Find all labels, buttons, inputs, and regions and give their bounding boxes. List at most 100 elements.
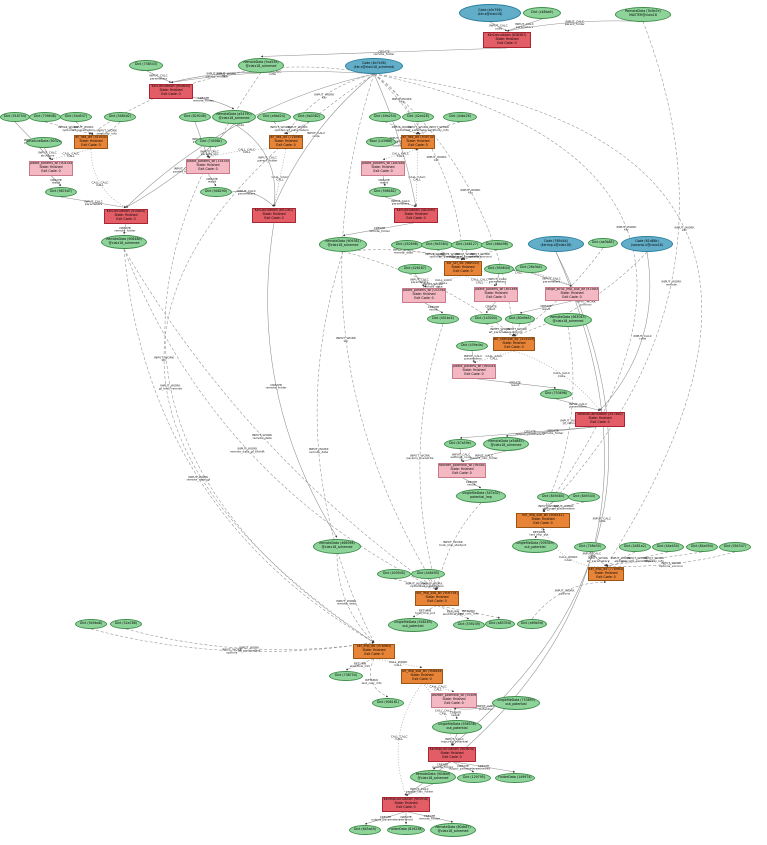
node-label: State: finished	[462, 368, 486, 373]
node-label: FolderData (819238)	[389, 827, 423, 832]
edge-label-line: kkr	[344, 339, 349, 343]
data-node: SinglefileData (753895)out_potential	[492, 696, 540, 710]
edge-label-line: INPUT_WORK	[627, 556, 648, 560]
edge-label-line: CALL_CALC	[435, 278, 452, 282]
edge-label-line: INPUT_CALC	[149, 74, 167, 78]
node-label: RemoteData (9ca53d)	[243, 60, 279, 65]
edge-label-line: INPUT_WORK	[216, 72, 237, 76]
edge-label-line: CALL_CALC	[553, 371, 570, 375]
node-label: out_potential	[446, 726, 468, 730]
node-label: Dict (46b496)	[485, 242, 508, 247]
node-label: State: finished	[560, 291, 584, 296]
edge-label-line: parameters	[411, 280, 429, 284]
edge-label-line: result	[52, 181, 61, 185]
node-label: Exit Code: 0	[453, 268, 473, 273]
node-label: State: finished	[404, 212, 428, 217]
edge-label-line: remote_folder	[432, 765, 454, 769]
graph-edge	[462, 275, 497, 286]
edge-label-line: INPUT_WORK	[507, 327, 528, 331]
edge-label-line: CREATE	[457, 764, 469, 768]
node-label: kkr_imp_wc (978964)	[356, 644, 392, 649]
node-label: Dict (446495)	[416, 571, 439, 576]
node-label: Exit Code: 0	[504, 344, 524, 349]
edge-label-line: wf_parameters	[238, 649, 261, 653]
node-label: KkrCalculation (638387)	[487, 33, 527, 38]
code-node: Code (a0c796)(kkr.x@claix16)	[459, 4, 521, 22]
edge-label-line: CREATE	[509, 380, 521, 384]
edge-label-line: INPUT_WORK	[425, 252, 446, 256]
edge-label-line: INPUT_WORK	[470, 252, 491, 256]
edge-label-line: CREATE	[547, 428, 559, 432]
node-label: State: finished	[274, 139, 298, 144]
data-node: Dict (46b496)	[481, 240, 513, 250]
node-label: @claix18_schemed	[245, 64, 277, 68]
edge-label-line: wf_parameters	[489, 330, 512, 334]
graph-edge	[123, 223, 127, 235]
code-node: Code (61d88c)(voronoi.x@claix18)	[621, 236, 673, 252]
edge-label-line: CALL	[440, 711, 448, 715]
graph-edge	[471, 350, 475, 363]
edge-label-line: parameters	[516, 25, 534, 29]
edge-label-line: remote_folder	[114, 229, 136, 233]
graph-edge	[485, 301, 497, 314]
node-label: Exit Code: 0	[452, 470, 472, 475]
calcfunc-node: neworder_potential_wf (958964)State: fin…	[431, 692, 477, 708]
edge-label-line: result	[511, 383, 520, 387]
calcjob-node: KkrimpCalculation (905616)State: finishe…	[428, 746, 476, 762]
graph-edge	[436, 249, 464, 260]
data-node: Dict (748e30)	[574, 542, 606, 552]
data-node: Dict (44e450)	[652, 542, 684, 552]
graph-edge	[542, 326, 574, 512]
edge-label-line: output_parameters	[371, 818, 400, 822]
node-label: Dict (74598c)	[200, 139, 222, 144]
node-label: Dict (ab3b85)	[592, 240, 614, 245]
edge-label-line: parent_calc_folder	[406, 790, 434, 794]
data-node: Dict (918754)	[0, 112, 30, 122]
data-node: Dict (9874d7)	[45, 187, 77, 197]
edge-label-line: INPUT_WORK	[410, 453, 431, 457]
graph-edge	[382, 148, 419, 160]
node-label: Dict (945364)	[425, 242, 448, 247]
graph-edge	[531, 580, 607, 620]
node-label: SinglefileData (909349)	[516, 541, 554, 546]
edge-label-line: impurity_info	[644, 559, 664, 563]
node-label: Exit Code: 0	[464, 371, 484, 376]
data-node: Dict (949ba8)	[75, 619, 107, 629]
edge-label-line: CALL_CALC	[272, 175, 289, 179]
edge-label-line: workflow_info	[350, 664, 371, 668]
edge-label-line: retrieved	[399, 818, 413, 822]
graph-edge	[336, 553, 375, 643]
node-label: Dict (748e30)	[579, 544, 601, 549]
data-node: Dict (446495)	[411, 569, 445, 579]
edge-label-line: CALL_CALC	[91, 180, 108, 184]
node-label: Dict (906181)	[376, 700, 399, 705]
node-label: update_params_wf (4b04b4)	[361, 161, 405, 166]
edge-label-line: remote_folder	[266, 386, 288, 390]
node-label: Dict (645a49)	[354, 827, 376, 832]
edge-label-line: INPUT_WORK	[336, 599, 357, 603]
node-label: VoronoiCalculation (547460)	[577, 412, 623, 417]
data-node: Dict (954644)	[484, 264, 514, 274]
edge-label-line: INPUT_CALC	[206, 72, 224, 76]
